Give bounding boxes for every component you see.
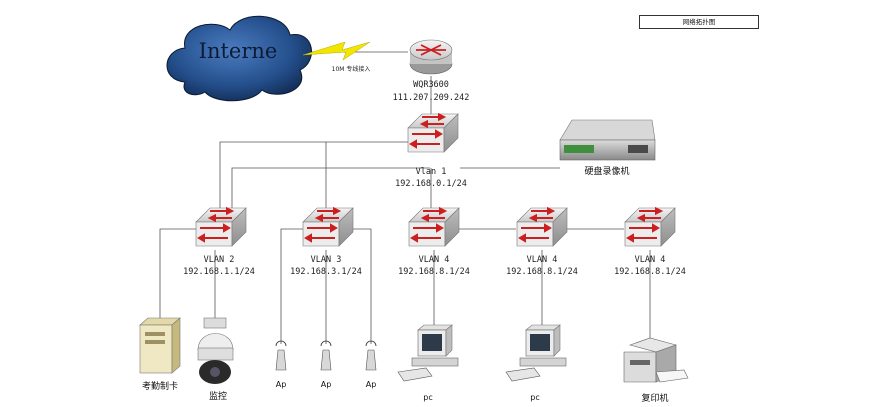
pc-label: pc: [530, 393, 540, 402]
diagram-title: 网络拓扑图: [639, 15, 759, 29]
internet-cloud-icon: [166, 15, 312, 102]
pc-label: pc: [423, 393, 433, 402]
access-point-icon: [320, 340, 332, 371]
vlan4-switch-b-icon: [516, 207, 568, 247]
pc-icon: [505, 324, 567, 382]
access-point-icon: [365, 340, 377, 371]
dome-camera-icon: [197, 317, 234, 384]
nvr-icon: [559, 119, 656, 161]
printer-label: 复印机: [641, 394, 669, 404]
core-switch-ip: 192.168.0.1/24: [395, 179, 467, 189]
ap-label: Ap: [365, 380, 377, 389]
switch-ip-label: 192.168.8.1/24: [614, 267, 686, 277]
access-point-icon: [275, 340, 287, 371]
router-name: WQR3600: [413, 80, 449, 90]
switch-vlan-label: VLAN 4: [634, 255, 666, 265]
switch-ip-label: 192.168.8.1/24: [506, 267, 578, 277]
switch-ip-label: 192.168.1.1/24: [183, 267, 255, 277]
vlan4-switch-a-icon: [408, 207, 460, 247]
router-icon: [409, 39, 453, 75]
internet-label: Interne: [198, 39, 278, 63]
core-switch-icon: [407, 113, 459, 153]
lightning-link-icon: [302, 41, 371, 61]
nvr-label: 硬盘录像机: [584, 167, 630, 177]
router-ip: 111.207.209.242: [392, 93, 470, 103]
attendance-server-icon: [139, 317, 181, 374]
ap-label: Ap: [275, 380, 287, 389]
vlan2-switch-icon: [195, 207, 247, 247]
vlan4-switch-c-icon: [624, 207, 676, 247]
switch-vlan-label: VLAN 3: [310, 255, 342, 265]
switch-ip-label: 192.168.3.1/24: [290, 267, 362, 277]
switch-vlan-label: VLAN 4: [526, 255, 558, 265]
pc-icon: [397, 324, 459, 382]
link-label: 10M 专线接入: [331, 66, 371, 73]
vlan3-switch-icon: [302, 207, 354, 247]
switch-vlan-label: VLAN 4: [418, 255, 450, 265]
switch-ip-label: 192.168.8.1/24: [398, 267, 470, 277]
camera-label: 监控: [208, 392, 228, 402]
attendance-label: 考勤制卡: [141, 382, 179, 392]
printer-icon: [623, 337, 689, 383]
switch-vlan-label: VLAN 2: [203, 255, 235, 265]
network-links: [159, 51, 651, 344]
core-switch-vlan: Vlan 1: [415, 167, 447, 177]
ap-label: Ap: [320, 380, 332, 389]
